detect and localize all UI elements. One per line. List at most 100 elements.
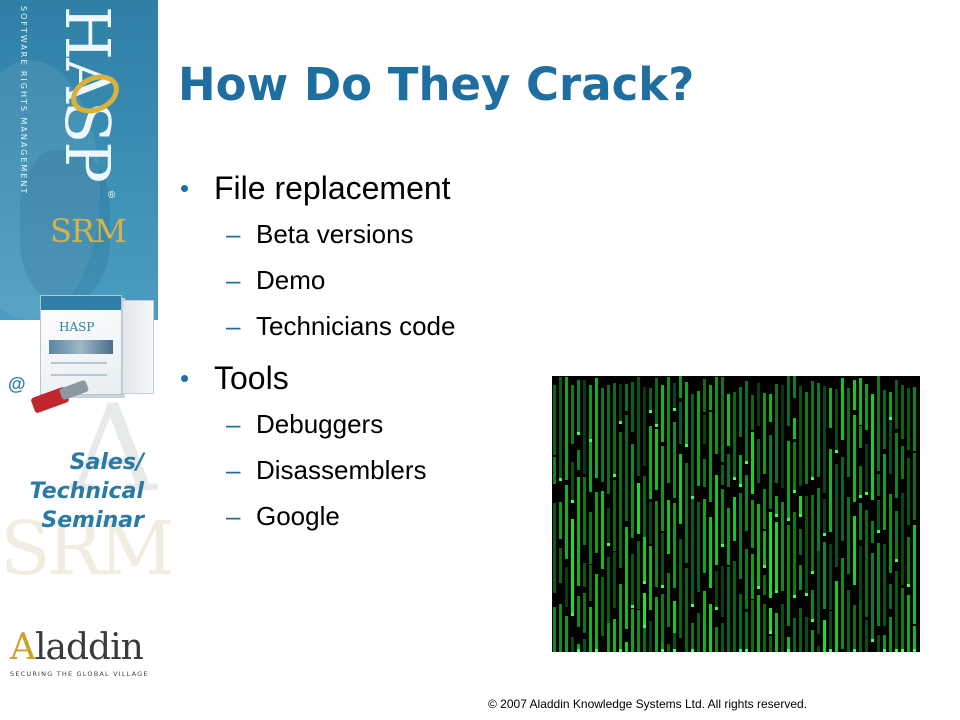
watermark-a-icon: A — [70, 380, 157, 519]
sub-bullet-item: – Disassemblers — [178, 447, 558, 493]
code-rain-stream — [883, 454, 886, 530]
code-rain-stream — [721, 489, 724, 547]
code-rain-stream — [811, 590, 814, 622]
code-rain-head — [865, 492, 868, 495]
code-rain-stream — [697, 613, 700, 652]
matrix-code-rain-graphic — [553, 376, 916, 652]
aladdin-wordmark: Aladdin — [10, 628, 158, 668]
code-rain-stream — [619, 384, 622, 424]
code-rain-stream — [907, 458, 910, 525]
code-rain-stream — [643, 593, 646, 628]
code-rain-stream — [685, 568, 688, 652]
sub-bullet-text: Demo — [256, 265, 326, 295]
code-rain-stream — [703, 379, 706, 412]
code-rain-head — [763, 565, 766, 568]
code-rain-stream — [865, 384, 868, 430]
code-rain-stream — [709, 385, 712, 410]
code-rain-stream — [913, 525, 916, 624]
dash-icon: – — [226, 265, 241, 295]
code-rain-stream — [907, 537, 910, 587]
code-rain-stream — [871, 553, 874, 642]
bullet-dot-icon: • — [180, 173, 190, 203]
code-rain-head — [811, 571, 814, 574]
code-rain-stream — [661, 446, 664, 531]
code-rain-head — [613, 474, 616, 477]
code-rain-stream — [649, 621, 652, 652]
code-rain-stream — [841, 558, 844, 649]
hasp-product-box-image: HASP — [40, 295, 122, 395]
bullet-list: • File replacement – Beta versions – Dem… — [178, 165, 558, 539]
code-rain-head — [811, 477, 814, 480]
registered-mark-icon: ® — [108, 190, 116, 201]
code-rain-stream — [553, 607, 556, 652]
code-rain-head — [787, 518, 790, 521]
code-rain-head — [589, 439, 592, 442]
hasp-logo-text: HASP — [51, 6, 124, 182]
code-rain-stream — [691, 394, 694, 499]
code-rain-stream — [577, 450, 580, 470]
code-rain-stream — [589, 607, 592, 652]
code-rain-head — [691, 604, 694, 607]
code-rain-stream — [583, 563, 586, 587]
code-rain-stream — [631, 554, 634, 608]
code-rain-head — [619, 421, 622, 424]
code-rain-head — [673, 649, 676, 652]
code-rain-stream — [667, 377, 670, 483]
code-rain-stream — [703, 591, 706, 652]
banner-decoration-2 — [20, 150, 110, 300]
code-rain-stream — [703, 415, 706, 444]
code-rain-stream — [655, 501, 658, 587]
code-rain-stream — [727, 567, 730, 652]
code-rain-stream — [643, 537, 646, 584]
code-rain-stream — [859, 546, 862, 600]
code-rain-stream — [553, 503, 556, 593]
code-rain-head — [901, 649, 904, 652]
code-rain-head — [787, 649, 790, 652]
code-rain-stream — [877, 543, 880, 626]
code-rain-stream — [817, 646, 820, 652]
sub-bullet-item: – Google — [178, 493, 558, 539]
code-rain-stream — [853, 380, 856, 410]
bullet-item: • Tools — [178, 355, 558, 401]
code-rain-stream — [787, 525, 790, 626]
aladdin-logo: Aladdin SECURING THE GLOBAL VILLAGE — [10, 628, 158, 679]
code-rain-stream — [775, 384, 778, 483]
box-photo-strip — [49, 340, 113, 354]
code-rain-head — [895, 559, 898, 562]
code-rain-stream — [793, 512, 796, 598]
code-rain-head — [607, 543, 610, 546]
code-rain-head — [721, 544, 724, 547]
code-rain-stream — [685, 463, 688, 563]
code-rain-stream — [655, 429, 658, 490]
code-rain-stream — [859, 378, 862, 425]
sub-bullet-item: – Demo — [178, 257, 558, 303]
code-rain-head — [895, 649, 898, 652]
code-rain-stream — [697, 502, 700, 592]
code-rain-stream — [601, 388, 604, 482]
code-rain-stream — [595, 492, 598, 553]
aladdin-rest: laddin — [35, 627, 144, 668]
code-rain-stream — [709, 604, 712, 652]
branding-panel: SOFTWARE RIGHTS MANAGEMENT HASP ® SRM A … — [0, 0, 174, 720]
code-rain-stream — [583, 639, 586, 652]
aladdin-tagline: SECURING THE GLOBAL VILLAGE — [10, 670, 149, 678]
code-rain-stream — [565, 377, 568, 480]
code-rain-head — [715, 607, 718, 610]
code-rain-stream — [721, 377, 724, 462]
code-rain-stream — [691, 499, 694, 607]
code-rain-stream — [877, 376, 880, 471]
code-rain-head — [859, 495, 862, 498]
code-rain-stream — [871, 521, 874, 543]
code-rain-stream — [559, 548, 562, 583]
code-rain-stream — [679, 539, 682, 638]
code-rain-stream — [631, 382, 634, 432]
code-rain-stream — [847, 388, 850, 477]
code-rain-stream — [553, 457, 556, 484]
code-rain-stream — [883, 635, 886, 652]
code-rain-head — [619, 649, 622, 652]
code-rain-stream — [721, 566, 724, 617]
code-rain-stream — [775, 613, 778, 652]
code-rain-head — [799, 514, 802, 517]
code-rain-head — [571, 500, 574, 503]
